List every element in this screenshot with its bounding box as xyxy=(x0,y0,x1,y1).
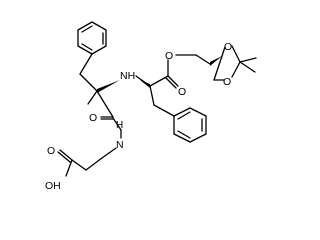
benzyl-linker-left xyxy=(79,53,98,92)
left-alpha-carbon xyxy=(87,80,120,118)
ester-link-oxygen-label: O xyxy=(165,50,173,62)
phenyl-ring-left xyxy=(77,21,107,55)
ester-carbonyl-oxygen-label: O xyxy=(178,86,186,98)
amide-group xyxy=(100,116,122,131)
dioxolane-ring xyxy=(210,45,257,81)
carboxyl-oxygen-label: O xyxy=(47,145,55,157)
dioxolane-oxygen-bottom-label: O xyxy=(223,76,231,88)
ester-carbonyl xyxy=(165,59,179,89)
dioxolane-oxygen-top-label: O xyxy=(224,41,232,53)
phenyl-ring-right xyxy=(173,107,207,143)
ester-linker xyxy=(175,54,211,65)
carboxyl-oh-label: OH xyxy=(45,180,61,192)
amide-nitrogen-label: N xyxy=(116,139,124,151)
amide-hydrogen-label: H xyxy=(116,120,123,131)
amide-oxygen-label: O xyxy=(89,112,97,124)
nh-label: NH xyxy=(120,70,135,82)
right-alpha-carbon xyxy=(140,75,175,117)
amine-nh-label: NH xyxy=(120,70,135,82)
chemical-structure-diagram: NH xyxy=(45,21,257,192)
beta-alanine-chain xyxy=(57,147,117,177)
